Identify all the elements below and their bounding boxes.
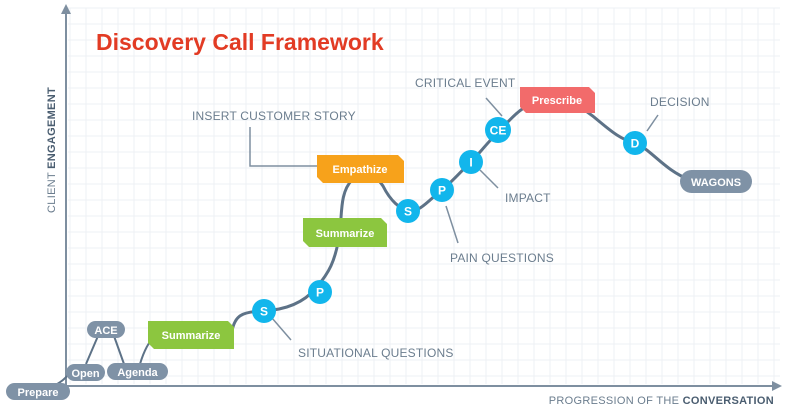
node-s2: S [396, 199, 420, 223]
pill-ace: ACE [87, 321, 125, 338]
tag-summarize-2: Summarize [303, 218, 387, 247]
annotation-pain-questions: PAIN QUESTIONS [450, 251, 554, 265]
node-s1: S [252, 299, 276, 323]
leader-critical [485, 97, 503, 117]
node-ce: CE [485, 117, 511, 143]
leader-impact [479, 169, 499, 189]
connector-open-ace [85, 335, 99, 365]
pill-prepare: Prepare [6, 383, 70, 400]
annotation-impact: IMPACT [505, 191, 551, 205]
annotation-critical-event: CRITICAL EVENT [415, 76, 516, 90]
leader-customer-story [249, 127, 318, 167]
x-axis-label-bold: CONVERSATION [683, 395, 774, 407]
node-p2: P [430, 178, 454, 202]
node-ce-label: CE [490, 124, 507, 138]
y-axis-label-bold: ENGAGEMENT [46, 87, 58, 169]
x-axis-label: PROGRESSION OF THE CONVERSATION [549, 395, 774, 407]
pill-open-label: Open [71, 368, 99, 380]
leader-situational [271, 317, 292, 341]
annotation-decision: DECISION [650, 95, 710, 109]
tag-empathize: Empathize [317, 155, 404, 183]
pill-prepare-label: Prepare [18, 387, 59, 399]
leader-pain [445, 205, 459, 244]
tag-summarize-2-label: Summarize [316, 228, 375, 240]
node-i: I [459, 150, 483, 174]
leader-lines [249, 97, 659, 341]
tag-prescribe-label: Prescribe [532, 95, 582, 107]
node-p1-label: P [316, 286, 324, 300]
y-axis-arrow-icon [61, 4, 71, 14]
tag-prescribe: Prescribe [520, 87, 595, 113]
node-s2-label: S [404, 205, 412, 219]
pill-agenda-label: Agenda [117, 367, 158, 379]
y-axis-label-prefix: CLIENT [46, 169, 58, 213]
node-p2-label: P [438, 184, 446, 198]
node-i-label: I [469, 156, 472, 170]
tag-empathize-label: Empathize [332, 164, 387, 176]
annotation-situational-questions: SITUATIONAL QUESTIONS [298, 346, 454, 360]
x-axis-label-prefix: PROGRESSION OF THE [549, 395, 683, 407]
annotation-insert-customer-story: INSERT CUSTOMER STORY [192, 109, 356, 123]
pill-wagons-label: WAGONS [691, 177, 741, 189]
pill-agenda: Agenda [107, 363, 168, 380]
x-axis-arrow-icon [772, 381, 782, 391]
background-grid [68, 7, 780, 384]
node-d-label: D [631, 137, 640, 151]
leader-decision [646, 114, 659, 132]
node-p1: P [308, 280, 332, 304]
pill-ace-label: ACE [94, 325, 117, 337]
pill-wagons: WAGONS [680, 170, 752, 193]
connector-ace-agenda [113, 335, 125, 365]
axes [40, 4, 782, 391]
tag-summarize-1: Summarize [148, 321, 234, 349]
node-s1-label: S [260, 305, 268, 319]
y-axis-label: CLIENT ENGAGEMENT [46, 87, 58, 213]
pill-open: Open [66, 364, 105, 381]
page-title: Discovery Call Framework [96, 29, 384, 55]
tag-summarize-1-label: Summarize [162, 330, 221, 342]
node-d: D [623, 131, 647, 155]
